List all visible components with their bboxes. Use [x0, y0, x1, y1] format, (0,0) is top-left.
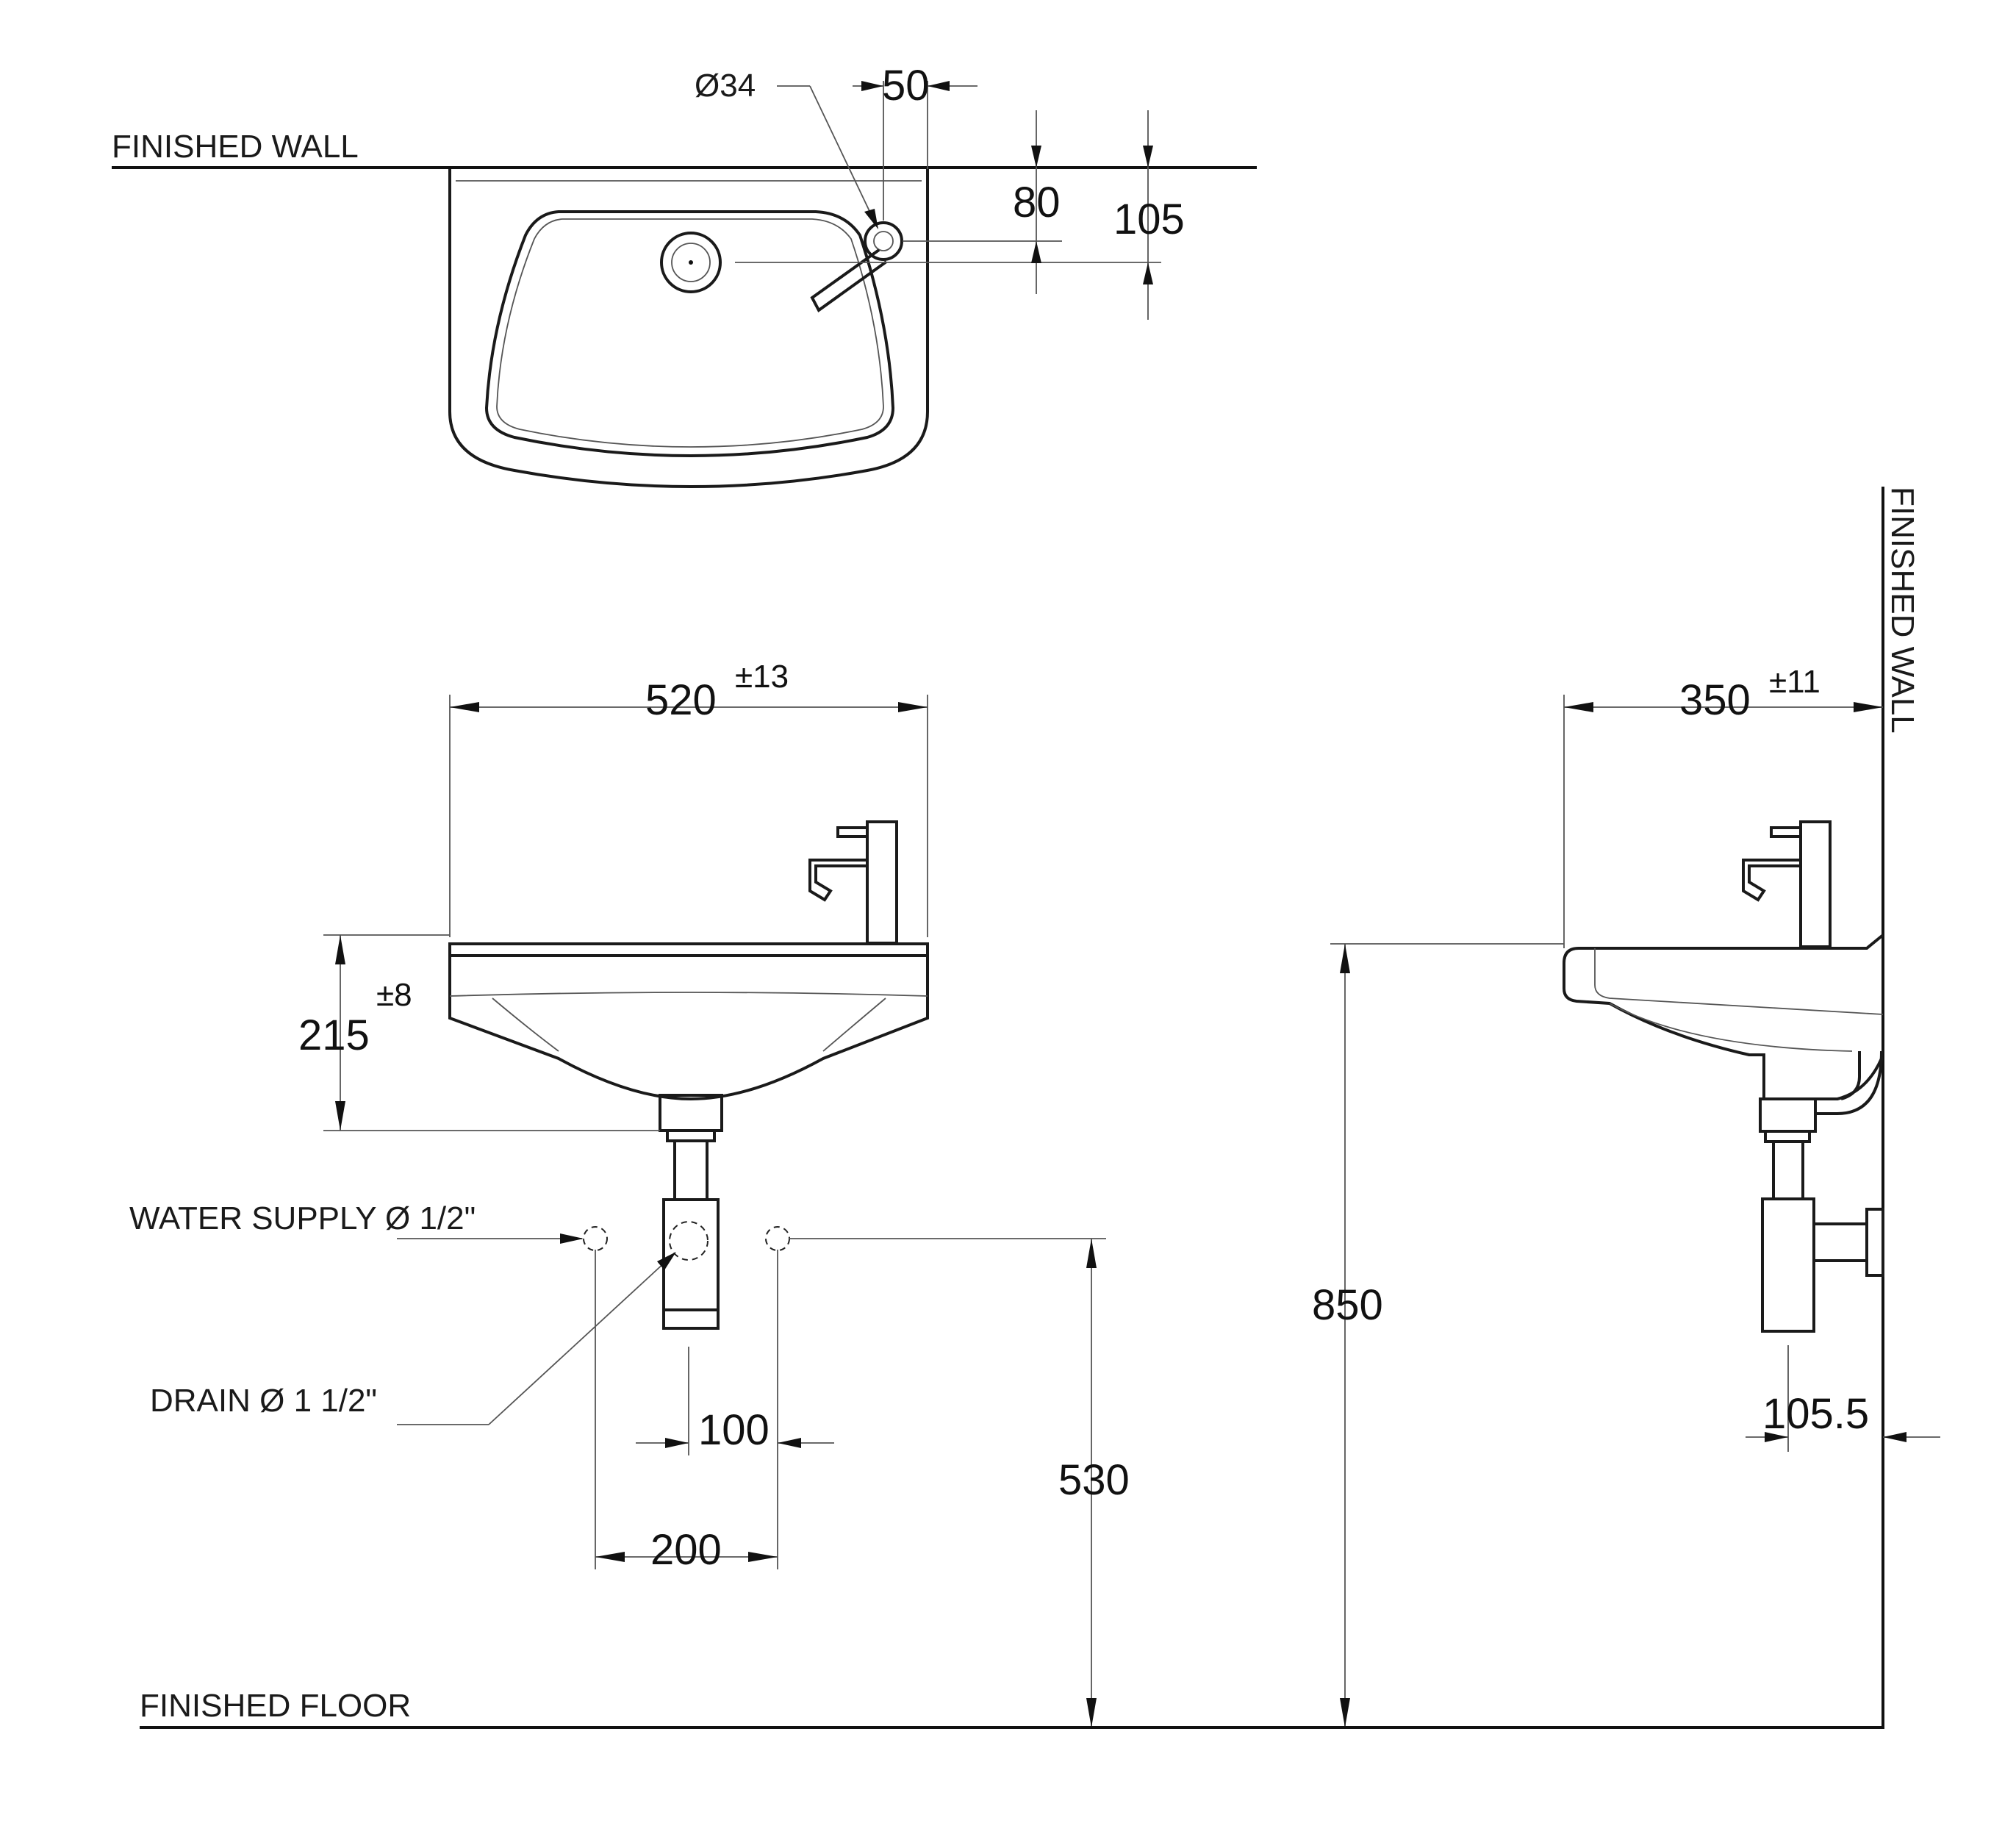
front-tap-spout [808, 859, 867, 902]
bowl-outline-outer [484, 210, 895, 458]
front-basin-rim [448, 942, 929, 957]
water-supply-arrow [560, 1233, 584, 1244]
front-trap-pipe [673, 1139, 709, 1201]
trap-offset-arrow-r [1883, 1432, 1906, 1442]
side-bowl-curve [1609, 1003, 1853, 1052]
dim-supply-height: 530 [1058, 1456, 1130, 1504]
drain-leader-diag [488, 1253, 675, 1425]
dim-trap-offset: 105.5 [1762, 1390, 1869, 1438]
drain-arrow [657, 1252, 676, 1270]
dim-supply-spacing: 200 [650, 1526, 722, 1574]
tap-hole-leader-diag [809, 85, 877, 226]
drain-label: DRAIN Ø 1 1/2" [150, 1383, 377, 1419]
tap-offset-arrow-r [928, 81, 950, 91]
wall-to-drain-arrow-bot [1143, 262, 1153, 284]
rim-height-arrow-bot [1340, 1698, 1350, 1727]
dim-wall-to-drain: 105 [1113, 196, 1185, 243]
front-drain-tail [659, 1094, 723, 1132]
dim-tap-hole: Ø34 [695, 68, 756, 104]
side-basin-body [1563, 934, 1884, 1100]
height-arrow-top [335, 935, 345, 964]
front-bowl-line [449, 992, 928, 997]
offset-arrow-r [778, 1438, 801, 1448]
tap-hole-arrow [864, 209, 878, 229]
drain-point [669, 1221, 709, 1261]
dim-depth-tol: ±11 [1769, 664, 1821, 700]
supply-height-arrow-top [1086, 1239, 1097, 1268]
finished-wall-side-label: FINISHED WALL [1884, 487, 1920, 734]
dim-height: 215 [298, 1011, 370, 1059]
finished-wall-top-label: FINISHED WALL [112, 129, 359, 165]
trap-offset-arrow-l [1765, 1432, 1788, 1442]
front-bowl-curve [492, 998, 559, 1052]
height-arrow-bot [335, 1101, 345, 1131]
dim-height-tol: ±8 [376, 977, 412, 1013]
front-tap-handle [836, 826, 867, 838]
water-supply-label: WATER SUPPLY Ø 1/2" [129, 1200, 476, 1236]
side-basin-rim-line [1594, 948, 1884, 1015]
side-view: FINISHED WALL 350 ±11 850 [1312, 487, 1940, 1727]
front-bowl-curve-r [822, 998, 886, 1052]
wall-to-tap-arrow-bot [1031, 241, 1041, 263]
top-view: FINISHED WALL Ø34 50 80 [112, 62, 1257, 489]
side-trap-pipe [1772, 1140, 1804, 1200]
offset-arrow-l [665, 1438, 689, 1448]
dim-wall-to-tap: 80 [1013, 179, 1061, 226]
dim-rim-height: 850 [1312, 1281, 1383, 1329]
top-drain-center [689, 260, 693, 265]
water-supply-right [765, 1226, 790, 1251]
dim-width-tol: ±13 [735, 659, 789, 695]
side-drain-tail [1759, 1097, 1817, 1133]
spacing-arrow-l [595, 1552, 625, 1562]
side-tap-spout [1742, 859, 1801, 902]
tap-offset-arrow-l [861, 81, 883, 91]
side-wall-flange [1865, 1208, 1884, 1277]
front-view: 520 ±13 215 ±8 WATER SUPPLY Ø 1/2" [129, 659, 1130, 1727]
front-basin-body [448, 956, 929, 1101]
dim-tap-offset: 50 [882, 62, 930, 110]
front-waste-nut [666, 1129, 716, 1142]
supply-height-arrow-bot [1086, 1698, 1097, 1727]
width-arrow-r [898, 702, 928, 712]
side-tap-handle [1770, 826, 1801, 838]
dim-drain-to-supply: 100 [698, 1406, 770, 1454]
front-trap-cap [662, 1308, 720, 1330]
width-arrow-l [450, 702, 479, 712]
water-supply-left [583, 1226, 608, 1251]
rim-height-arrow-top [1340, 944, 1350, 973]
tap-hole-outer [864, 221, 903, 261]
tap-hole-inner [873, 231, 894, 251]
bowl-outline-inner [496, 218, 884, 448]
side-tap-body [1799, 820, 1832, 948]
side-trap-body [1761, 1197, 1815, 1333]
top-drain-inner [671, 243, 711, 282]
top-drain-outer [660, 232, 722, 293]
dim-depth: 350 [1679, 676, 1751, 724]
side-waste-nut [1764, 1130, 1811, 1143]
wall-to-drain-arrow-top [1143, 146, 1153, 168]
depth-arrow-r [1854, 702, 1883, 712]
side-waste-elbow [1815, 1050, 1883, 1115]
front-tap-body [866, 820, 898, 945]
side-trap-arm [1814, 1222, 1868, 1262]
wall-to-tap-arrow-top [1031, 146, 1041, 168]
spacing-arrow-r [748, 1552, 778, 1562]
depth-arrow-l [1564, 702, 1593, 712]
tap-spout [810, 248, 888, 312]
basin-top-outline [448, 169, 929, 489]
finished-floor-label: FINISHED FLOOR [140, 1688, 411, 1724]
dim-width: 520 [645, 676, 717, 724]
